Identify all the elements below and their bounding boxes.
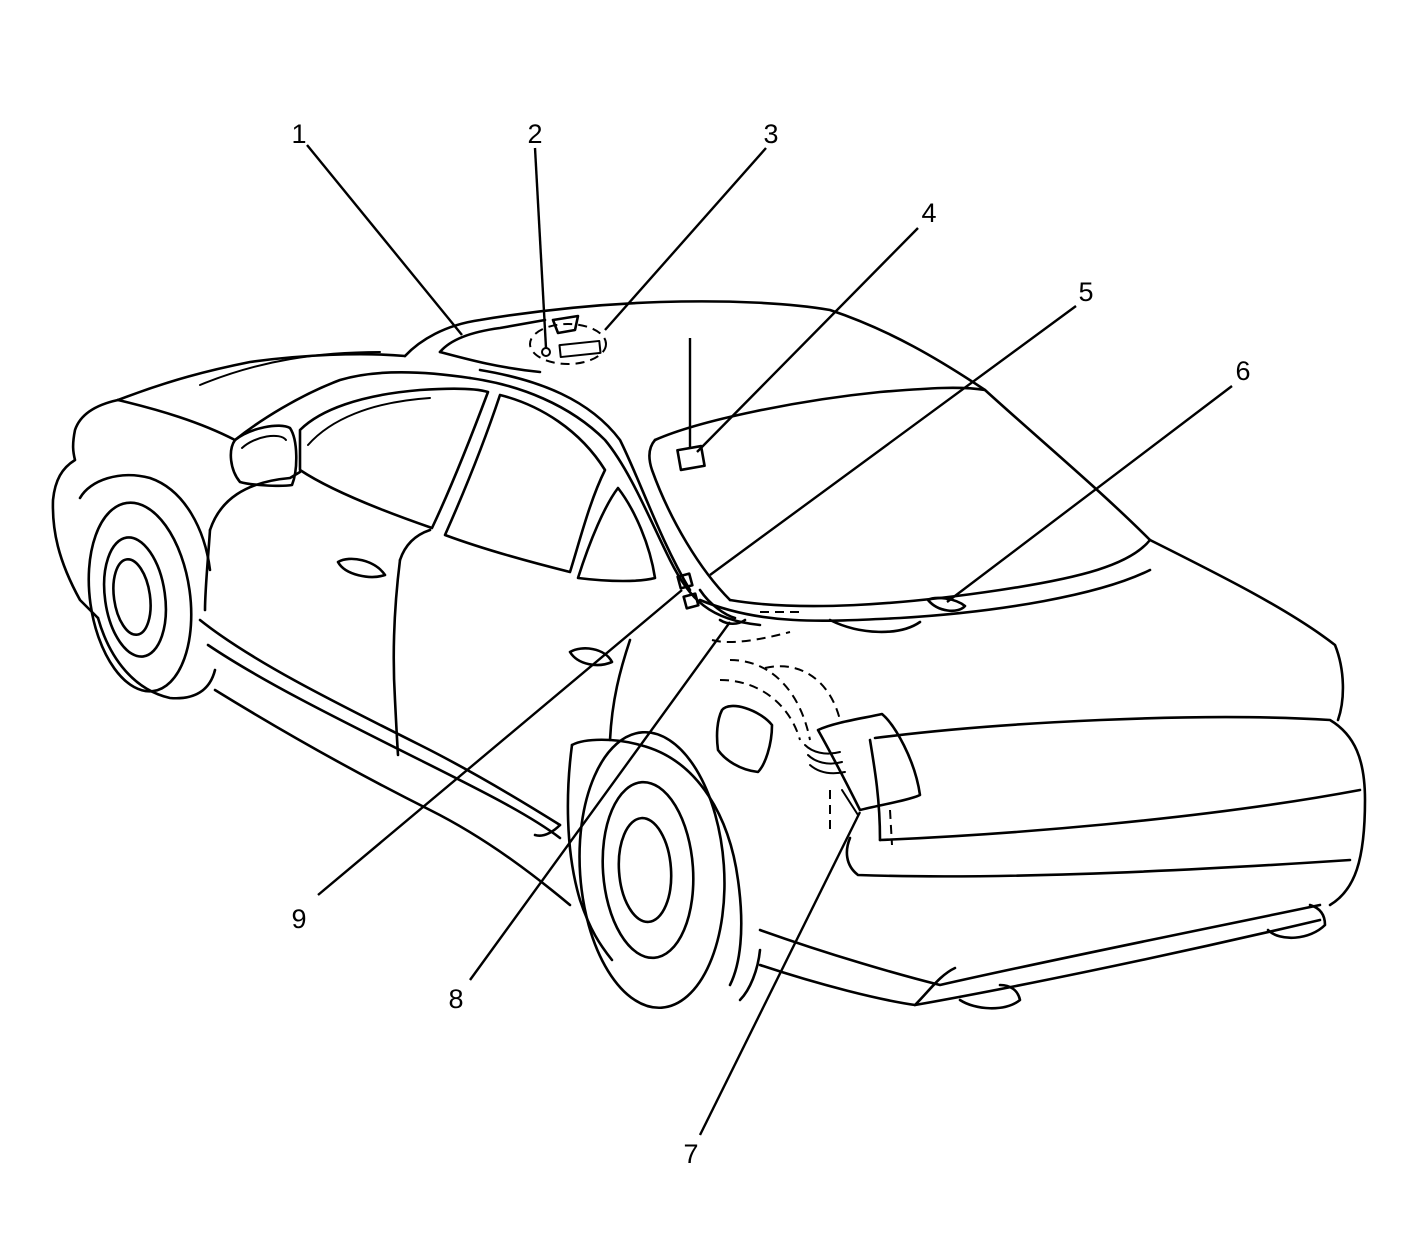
leader-9 xyxy=(317,589,683,896)
leader-4 xyxy=(696,227,919,453)
callout-2: 2 xyxy=(527,119,542,149)
callout-1: 1 xyxy=(291,119,306,149)
leader-5 xyxy=(709,305,1077,576)
callout-9: 9 xyxy=(291,904,306,934)
leader-7 xyxy=(698,811,862,1136)
callout-8: 8 xyxy=(448,984,463,1014)
rear-wheel xyxy=(566,730,762,1010)
callout-3: 3 xyxy=(763,119,778,149)
leader-6 xyxy=(946,385,1233,603)
callout-7: 7 xyxy=(683,1139,698,1169)
callout-labels: 1 2 3 4 5 6 7 8 9 xyxy=(291,119,1250,1169)
leader-1 xyxy=(306,144,463,336)
callout-5: 5 xyxy=(1078,277,1093,307)
car-body xyxy=(51,300,1367,1010)
callout-4: 4 xyxy=(921,198,936,228)
leader-lines xyxy=(306,144,1233,1136)
leader-2 xyxy=(533,147,548,349)
leader-3 xyxy=(604,147,767,331)
leader-8 xyxy=(469,621,731,981)
callout-6: 6 xyxy=(1235,356,1250,386)
front-wheel xyxy=(78,473,217,700)
